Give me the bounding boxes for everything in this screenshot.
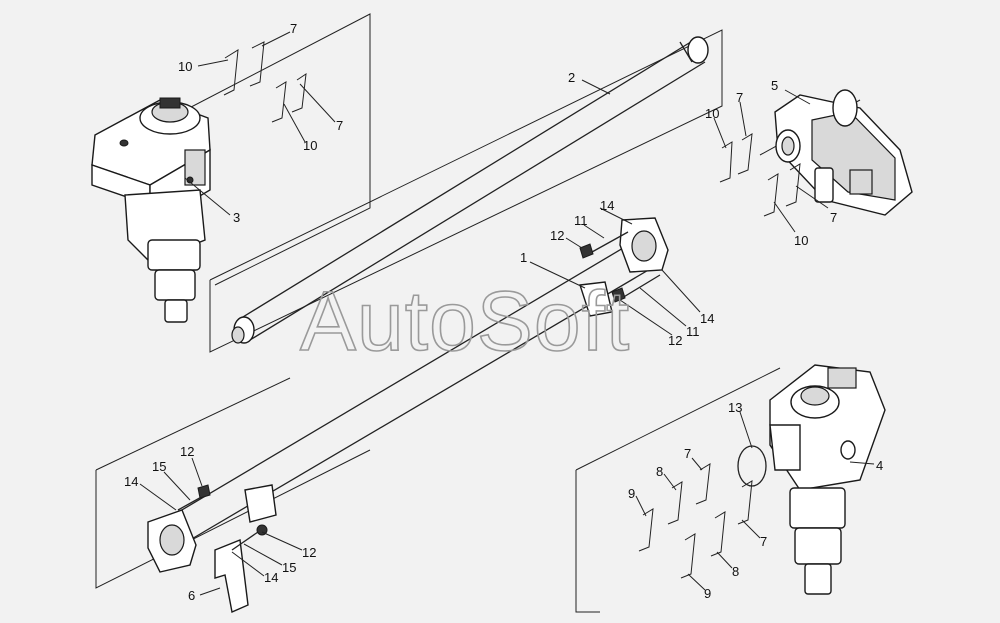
label-10: 10	[705, 106, 719, 121]
bracket-part-6	[214, 539, 249, 613]
group-frame-shaft	[209, 29, 723, 353]
label-9: 9	[628, 486, 635, 501]
group-frame-bottom-right	[575, 367, 781, 613]
label-14: 14	[264, 570, 278, 585]
label-7: 7	[760, 534, 767, 549]
flange-lower	[147, 484, 277, 573]
shaft-part-2	[231, 36, 709, 344]
part-labels: 7 10 7 10 3 2 10 7 5 7 10 14 11 12 1 14 …	[124, 21, 883, 603]
label-11: 11	[686, 324, 700, 339]
group-frame-left	[169, 13, 371, 286]
leader-lines	[139, 31, 875, 596]
gearbox-part-3	[91, 97, 211, 323]
watermark-text: AutoSoft	[300, 274, 630, 368]
label-7: 7	[290, 21, 297, 36]
housing-part-5	[774, 89, 913, 216]
label-11: 11	[574, 213, 588, 228]
studs-and-nuts	[177, 231, 661, 551]
gearbox-part-4	[769, 364, 886, 595]
label-10: 10	[303, 138, 317, 153]
label-6: 6	[188, 588, 195, 603]
label-9: 9	[704, 586, 711, 601]
label-8: 8	[732, 564, 739, 579]
label-12: 12	[668, 333, 682, 348]
label-14: 14	[124, 474, 138, 489]
label-8: 8	[656, 464, 663, 479]
label-14: 14	[700, 311, 714, 326]
label-7: 7	[684, 446, 691, 461]
label-14: 14	[600, 198, 614, 213]
label-3: 3	[233, 210, 240, 225]
label-15: 15	[152, 459, 166, 474]
label-12: 12	[550, 228, 564, 243]
label-4: 4	[876, 458, 883, 473]
label-7: 7	[336, 118, 343, 133]
label-7: 7	[830, 210, 837, 225]
label-12: 12	[302, 545, 316, 560]
label-15: 15	[282, 560, 296, 575]
flange-upper	[579, 217, 669, 317]
label-10: 10	[178, 59, 192, 74]
label-10: 10	[794, 233, 808, 248]
label-7: 7	[736, 90, 743, 105]
label-5: 5	[771, 78, 778, 93]
group-frame-bottom-left	[95, 377, 371, 589]
label-2: 2	[568, 70, 575, 85]
label-12: 12	[180, 444, 194, 459]
clips	[223, 41, 801, 579]
label-13: 13	[728, 400, 742, 415]
label-1: 1	[520, 250, 527, 265]
o-ring-part-13	[737, 445, 767, 487]
